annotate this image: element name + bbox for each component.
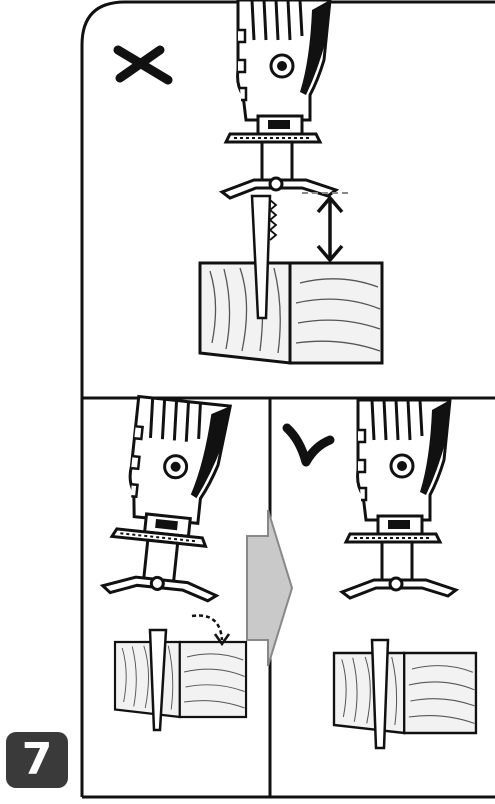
wood-block-left bbox=[113, 640, 248, 719]
cross-icon bbox=[113, 45, 173, 85]
panel-incorrect bbox=[113, 0, 384, 365]
wood-block-top bbox=[198, 261, 384, 365]
saw-blade-top bbox=[250, 194, 272, 320]
outer-frame bbox=[80, 0, 495, 797]
panel-correct-before bbox=[100, 393, 248, 732]
saw-right bbox=[340, 398, 458, 600]
arrow-right-icon bbox=[246, 509, 294, 667]
step-number: 7 bbox=[21, 734, 53, 785]
step-badge bbox=[6, 732, 68, 788]
wood-block-right bbox=[332, 651, 478, 735]
saw-left bbox=[100, 393, 238, 606]
double-arrow-icon bbox=[316, 195, 344, 263]
saw-top bbox=[220, 0, 338, 200]
saw-blade-right bbox=[370, 638, 390, 750]
checkmark-icon bbox=[282, 423, 335, 467]
rotate-arrow-icon bbox=[191, 614, 224, 641]
saw-blade-left bbox=[148, 628, 168, 732]
panel-correct-after bbox=[282, 398, 478, 750]
